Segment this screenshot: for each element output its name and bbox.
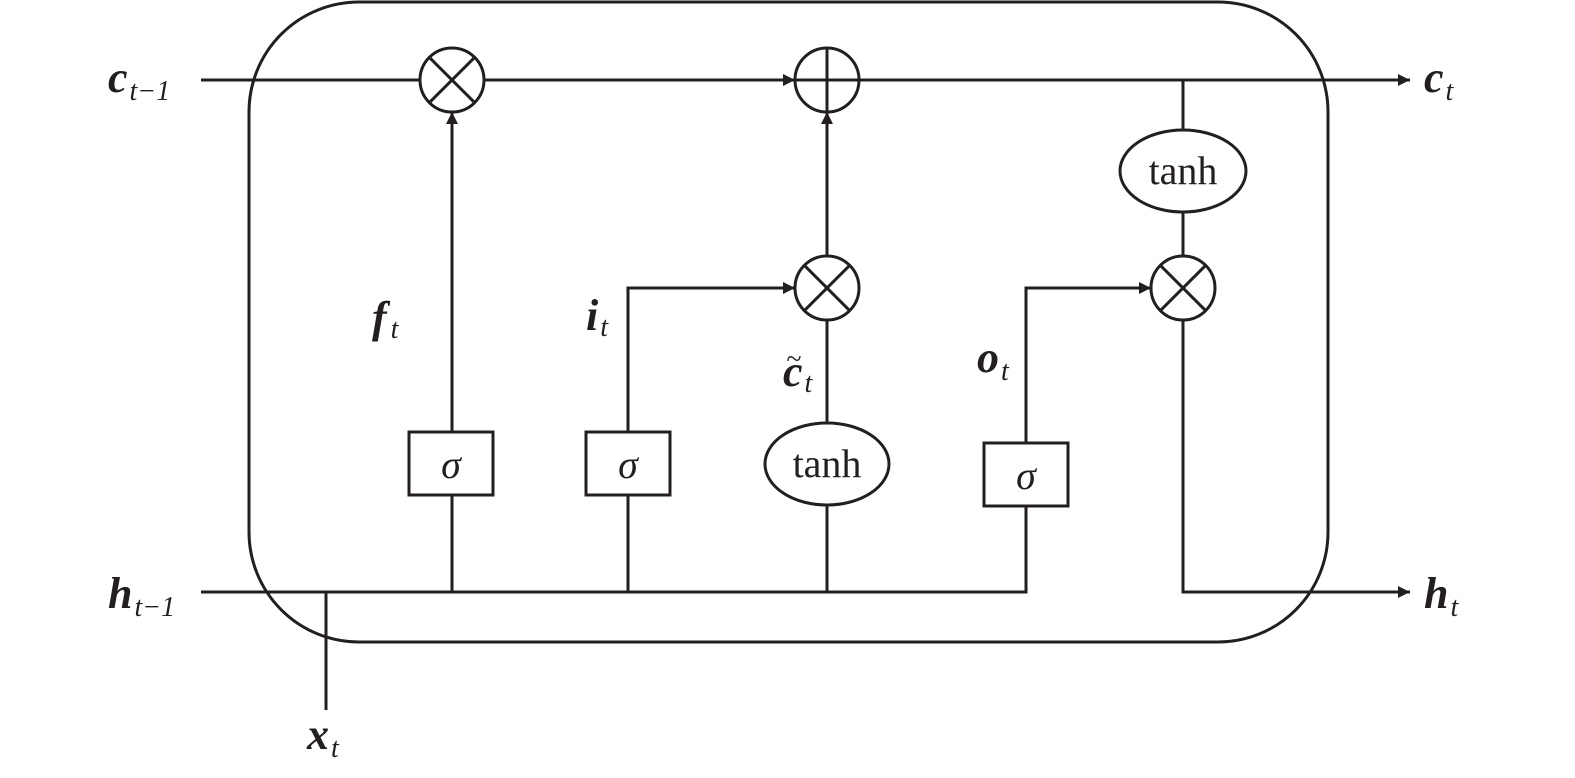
output-sigma-box: σ <box>982 441 1070 508</box>
input-gate-up-line <box>626 282 795 432</box>
output-sigma-label: σ <box>1016 453 1037 498</box>
input-sigma-box: σ <box>584 430 672 497</box>
output-tanh-label: tanh <box>1149 148 1218 193</box>
c-out-label: ct <box>1424 53 1455 107</box>
output-multiply-node <box>1149 254 1217 322</box>
hidden-input-line <box>201 506 1028 594</box>
output-gate-label: ot <box>977 333 1010 387</box>
forget-multiply-node <box>418 46 486 114</box>
x-label: xt <box>306 710 340 764</box>
cell-boundary <box>247 0 1330 644</box>
input-sigma-label: σ <box>618 442 639 487</box>
cell-add-node <box>793 46 861 114</box>
forget-sigma-label: σ <box>441 442 462 487</box>
input-multiply-node <box>793 254 861 322</box>
h-out-label: ht <box>1424 569 1459 623</box>
forget-sigma-box: σ <box>407 430 495 497</box>
candidate-tanh-ellipse: tanh <box>763 421 891 507</box>
c-prev-label: ct−1 <box>108 53 170 107</box>
output-gate-up-line <box>1024 282 1151 443</box>
input-gate-label: it <box>586 291 609 343</box>
h-prev-label: ht−1 <box>108 569 175 623</box>
candidate-label: ~ ct <box>783 344 814 399</box>
svg-text:ct: ct <box>783 347 814 399</box>
candidate-tilde: ~ <box>786 344 801 375</box>
output-tanh-ellipse: tanh <box>1118 128 1248 214</box>
candidate-tanh-label: tanh <box>793 441 862 486</box>
hidden-output-line <box>1181 320 1410 598</box>
